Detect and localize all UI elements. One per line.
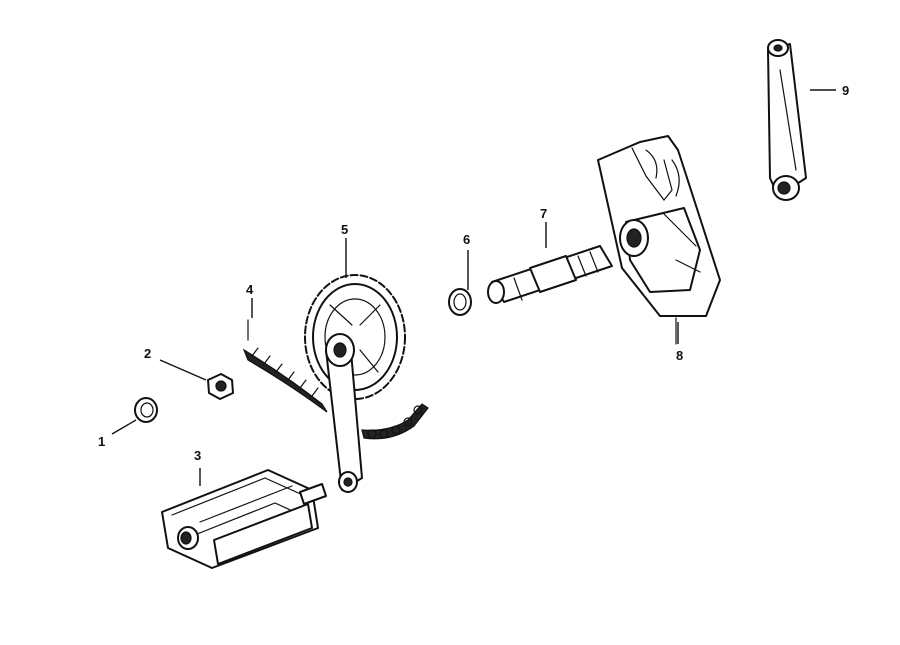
part-3-pedal [161, 469, 327, 569]
callout-2: 2 [144, 346, 151, 361]
callout-4: 4 [246, 282, 254, 297]
part-8-bracket-housing [597, 135, 721, 345]
part-5-chainwheel-crank [304, 274, 406, 493]
callout-5: 5 [341, 222, 348, 237]
part-2-nut [207, 373, 234, 400]
callout-9: 9 [842, 83, 849, 98]
leader-lines [111, 89, 836, 486]
part-1-dust-cap [134, 397, 158, 423]
callout-8: 8 [676, 348, 683, 363]
part-6-washer [448, 288, 472, 316]
part-9-crank-arm [767, 39, 807, 201]
part-4-chain [242, 319, 429, 440]
part-7-spindle [487, 245, 613, 304]
callout-3: 3 [194, 448, 201, 463]
callout-1: 1 [98, 434, 105, 449]
callout-6: 6 [463, 232, 470, 247]
callout-7: 7 [540, 206, 547, 221]
